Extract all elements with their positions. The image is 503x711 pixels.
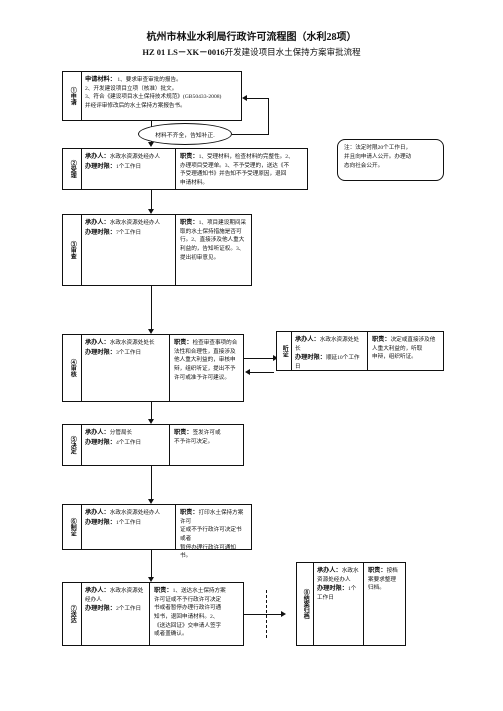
page-subtitle: HZ 01 LS－XK－0016开发建设项目水土保持方案审批流程	[0, 46, 503, 58]
subtitle-code: HZ 01 LS－XK－0016	[142, 47, 225, 57]
materials-key: 申请材料：	[85, 76, 116, 83]
side-note: 注：法定时限20个工作日， 并且向申请人公开。办理动 态向社会公开。	[337, 139, 444, 181]
materials-text: 1、要求审查审批的报告。 2、开发建设项目立项（核准）批文。 3、符合《建设项目…	[85, 77, 222, 109]
step-audit: ④审核 承办人：水政水资源处处长 办理时限：3个工作日 职责：检查审查事项的合 …	[62, 334, 244, 402]
step-label: 听证	[277, 332, 292, 370]
step-hearing: 听证 承办人：水政水资源处处长 办理时限：顺延10个工作日 职责：决定或直接涉及…	[276, 331, 444, 371]
step-label: ①申请	[63, 72, 82, 120]
incomplete-materials-oval: 材料不齐全，告知补正.	[138, 123, 232, 145]
page-title: 杭州市林业水利局行政许可流程图（水利28项）	[146, 32, 357, 43]
step-label: ⑥制证	[63, 505, 82, 549]
step-deliver: ⑦送达 承办人：水政水资源处经办人 办理时限：2个工作日 职责：1、送达水土保持…	[62, 582, 244, 646]
step-label: ⑧结案归档	[297, 563, 314, 645]
step-label: ②受理	[63, 149, 82, 189]
step-label: ⑤决定	[63, 425, 82, 465]
step-application: ①申请 申请材料： 1、要求审查审批的报告。 2、开发建设项目立项（核准）批文。…	[62, 71, 242, 121]
step-decide: ⑤决定 承办人：分管局长 办理时限：4个工作日 职责：签发许可或 不予许可决定。	[62, 424, 244, 466]
subtitle-name: 开发建设项目水土保持方案审批流程	[224, 47, 361, 57]
step-archive: ⑧结案归档 承办人：水政水资源处经办人 办理时限：1个工作日 职责：按档案要求整…	[296, 562, 406, 646]
step-label: ③审查	[63, 215, 82, 285]
step-accept: ②受理 承办人：水政水资源处经办人 办理时限：1个工作日 职责：1、受理材料，检…	[62, 148, 308, 190]
step-review: ③审查 承办人：水政水资源处经办人 办理时限：7个工作日 职责：1、项目建设期间…	[62, 214, 252, 286]
step-label: ⑦送达	[63, 583, 82, 645]
step-certificate: ⑥制证 承办人：水政水资源处经办人 办理时限：1个工作日 职责：打印水土保持方案…	[62, 504, 252, 559]
step-label: ④审核	[63, 335, 82, 401]
